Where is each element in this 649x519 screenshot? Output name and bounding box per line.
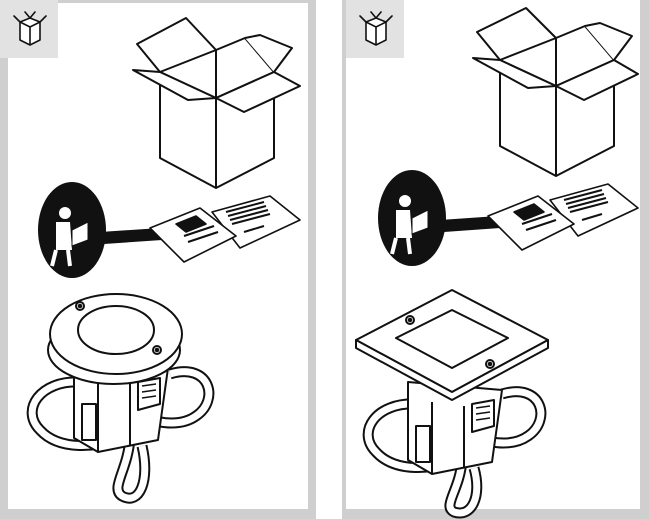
open-box — [132, 17, 301, 189]
unpack-box-icon — [346, 0, 404, 58]
square-recessed-ground-light — [355, 289, 549, 519]
read-manual-icon — [38, 182, 162, 278]
round-recessed-ground-light — [26, 293, 215, 504]
manual-booklets — [487, 183, 639, 251]
open-box — [472, 7, 639, 177]
unpack-box-icon — [0, 0, 58, 58]
panel-square-light — [342, 0, 649, 519]
panel-round-light — [0, 0, 316, 519]
manual-booklets — [149, 195, 301, 263]
read-manual-icon — [378, 170, 500, 266]
